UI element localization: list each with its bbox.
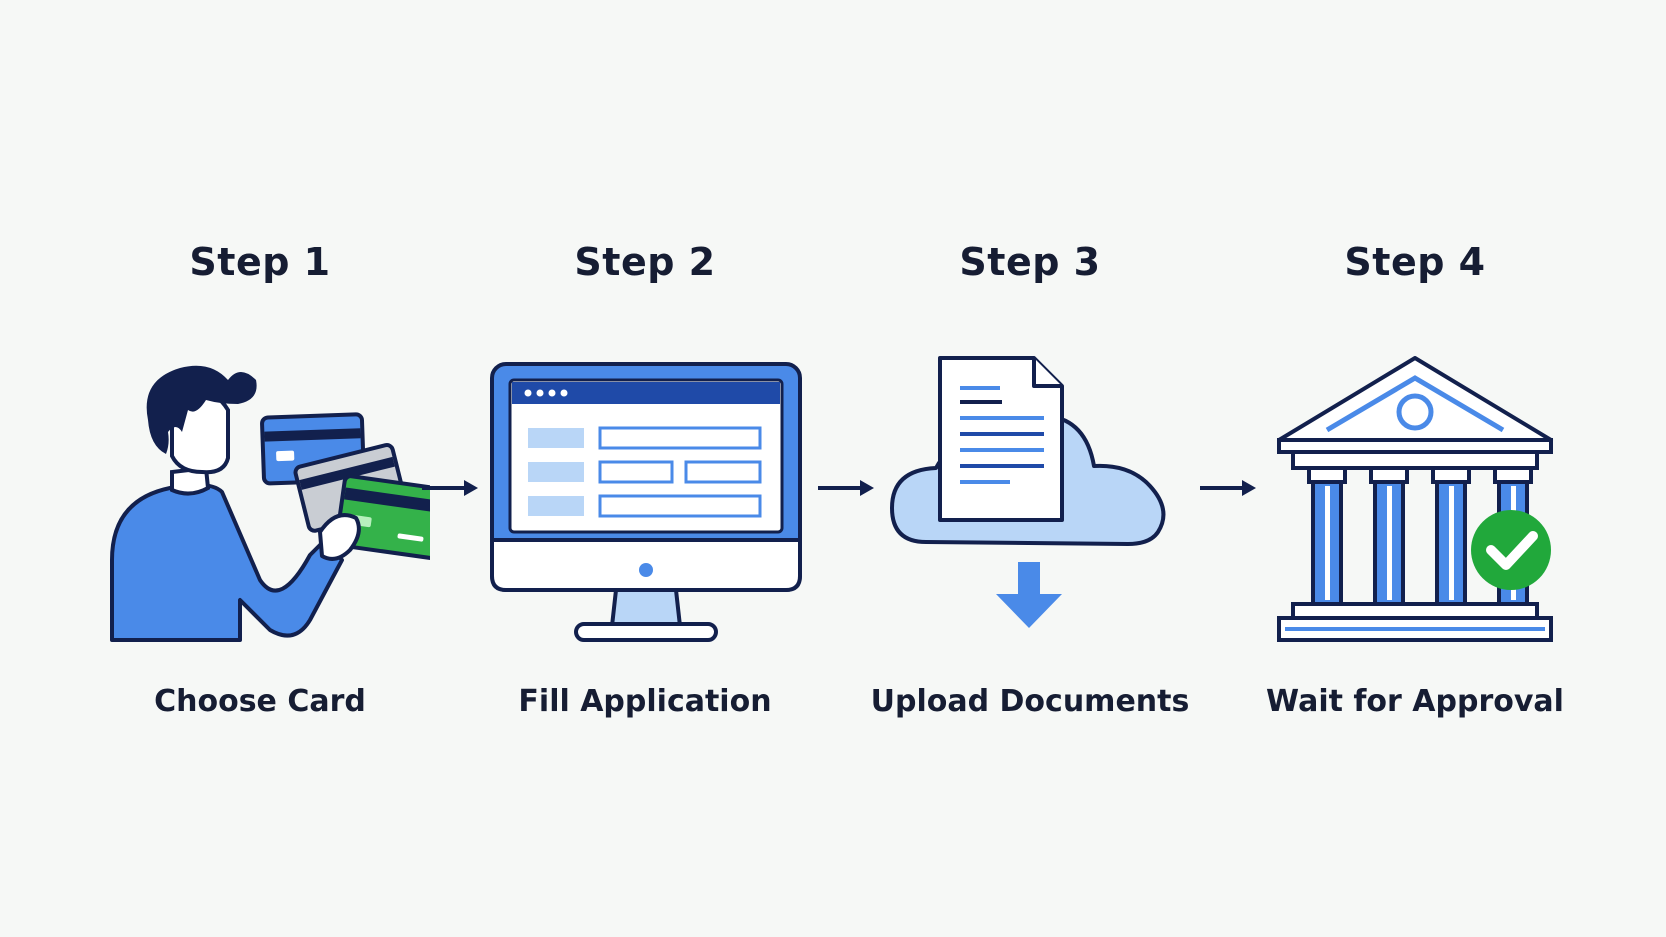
computer-form-icon — [490, 362, 802, 642]
step-3-title: Step 3 — [959, 240, 1101, 284]
arrow-right-icon — [422, 480, 478, 496]
person-holding-cards-icon — [110, 365, 430, 642]
bank-approved-icon — [1277, 356, 1553, 642]
arrow-right-icon — [818, 480, 874, 496]
step-4-title: Step 4 — [1344, 240, 1486, 284]
step-2-caption: Fill Application — [518, 684, 772, 719]
step-1-caption: Choose Card — [154, 684, 366, 719]
arrow-right-icon — [1200, 480, 1256, 496]
step-2-title: Step 2 — [574, 240, 716, 284]
step-4-caption: Wait for Approval — [1266, 684, 1564, 719]
cloud-upload-document-icon — [890, 356, 1166, 628]
step-1-title: Step 1 — [189, 240, 331, 284]
step-3-caption: Upload Documents — [870, 684, 1190, 719]
